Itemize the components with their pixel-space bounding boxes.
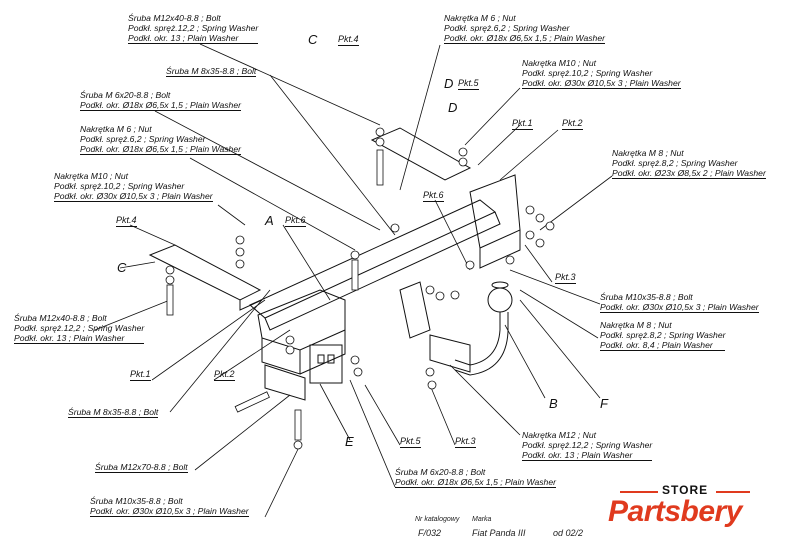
logo-partsbery: Partsbery (608, 495, 742, 528)
logo-swoosh-icon (620, 491, 750, 493)
label-bolt-m8x35-bottom: Śruba M 8x35-8.8 ; Bolt (68, 407, 159, 418)
pkt2-left: Pkt.2 (214, 369, 235, 381)
pkt4-left: Pkt.4 (116, 215, 137, 227)
pkt2-top: Pkt.2 (562, 118, 583, 130)
pkt3-bottom: Pkt.3 (455, 436, 476, 448)
pkt1-left: Pkt.1 (130, 369, 151, 381)
letter-a-left: A (265, 213, 274, 228)
letter-b-bottom: B (549, 396, 558, 411)
letter-e-bottom: E (345, 434, 354, 449)
brand-value: Fiat Panda III (472, 528, 526, 538)
letter-c-top: C (308, 32, 318, 47)
brand-label: Marka (472, 516, 492, 523)
catalog-label: Nr katalogowy (415, 516, 460, 523)
letter-c-left: C (117, 260, 127, 275)
label-bolt-m8x35-top: Śruba M 8x35-8.8 ; Bolt (166, 66, 257, 77)
letter-f-bottom: F (600, 396, 608, 411)
pkt5-top: Pkt.5 (458, 78, 479, 90)
pkt5-bottom: Pkt.5 (400, 436, 421, 448)
pkt4-top: Pkt.4 (338, 34, 359, 46)
label-bolt-m12x70: Śruba M12x70-8.8 ; Bolt (95, 462, 188, 473)
catalog-value: F/032 (418, 528, 442, 538)
pkt6-left: Pkt.6 (285, 215, 306, 227)
letter-d-top: D (444, 76, 454, 91)
logo-store-text: STORE (662, 483, 709, 497)
letter-d-mid: D (448, 100, 458, 115)
from-date: od 02/2 (553, 528, 584, 538)
pkt1-top: Pkt.1 (512, 118, 533, 130)
pkt3-right: Pkt.3 (555, 272, 576, 284)
pkt6-mid: Pkt.6 (423, 190, 444, 202)
